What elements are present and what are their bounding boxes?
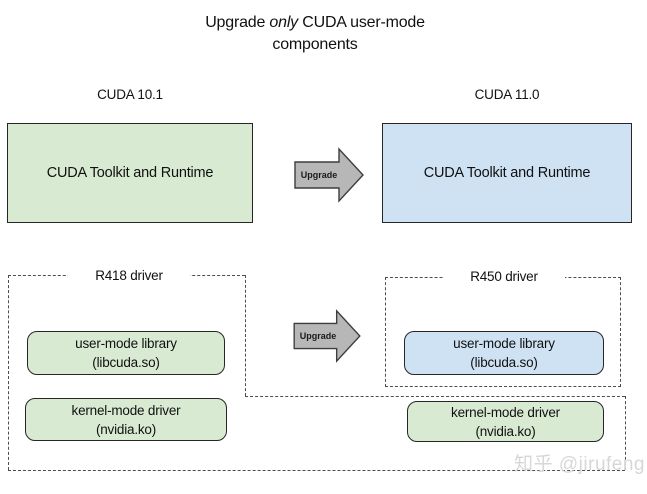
watermark: 知乎 @jirufeng <box>514 454 645 475</box>
kernel-mode-driver-box-new: kernel-mode driver (nvidia.ko) <box>407 401 604 442</box>
r418-boundary-middle <box>245 396 625 397</box>
cuda-toolkit-box-new: CUDA Toolkit and Runtime <box>382 123 632 223</box>
r418-driver-label: R418 driver <box>68 268 190 284</box>
cuda-11-0-heading: CUDA 11.0 <box>474 87 540 102</box>
upgrade-arrow-top-label: Upgrade <box>300 170 338 180</box>
user-mode-library-old-line1: user-mode library <box>75 336 177 351</box>
r450-driver-label: R450 driver <box>443 269 565 285</box>
cuda-toolkit-box-old-label: CUDA Toolkit and Runtime <box>46 165 214 181</box>
cuda-toolkit-box-new-label: CUDA Toolkit and Runtime <box>423 165 591 181</box>
upgrade-arrow-bottom: Upgrade <box>293 308 361 364</box>
r418-boundary-bottom <box>8 470 625 471</box>
title-line-2: components <box>272 36 358 53</box>
title-text-cont: CUDA user-mode <box>297 14 425 31</box>
user-mode-library-old-line2: (libcuda.so) <box>92 355 160 370</box>
user-mode-library-box-old: user-mode library (libcuda.so) <box>27 331 225 375</box>
title-text: Upgrade <box>205 14 270 31</box>
kernel-mode-driver-new-line1: kernel-mode driver <box>451 404 560 420</box>
upgrade-arrow-bottom-label: Upgrade <box>299 331 337 341</box>
diagram-title: Upgrade only CUDA user-mode components <box>100 12 530 56</box>
kernel-mode-driver-old-line2: (nvidia.ko) <box>95 421 157 437</box>
user-mode-library-new-line1: user-mode library <box>453 336 555 351</box>
cuda-10-1-heading: CUDA 10.1 <box>97 87 163 102</box>
r418-boundary-right-upper <box>245 275 246 396</box>
kernel-mode-driver-new-line2: (nvidia.ko) <box>475 423 536 439</box>
user-mode-library-box-new: user-mode library (libcuda.so) <box>404 331 604 375</box>
cuda-toolkit-box-old: CUDA Toolkit and Runtime <box>7 123 253 223</box>
right-block-arrow-icon <box>293 309 361 363</box>
kernel-mode-driver-box-old: kernel-mode driver (nvidia.ko) <box>25 398 227 441</box>
upgrade-arrow-top: Upgrade <box>294 146 364 204</box>
title-italic-word: only <box>269 14 298 31</box>
r418-boundary-right-lower <box>625 396 626 470</box>
r418-boundary-left <box>8 275 9 470</box>
title-line-1: Upgrade only CUDA user-mode <box>100 12 530 34</box>
right-block-arrow-icon <box>294 147 364 203</box>
user-mode-library-new-line2: (libcuda.so) <box>470 355 538 370</box>
kernel-mode-driver-old-line1: kernel-mode driver <box>71 402 181 418</box>
